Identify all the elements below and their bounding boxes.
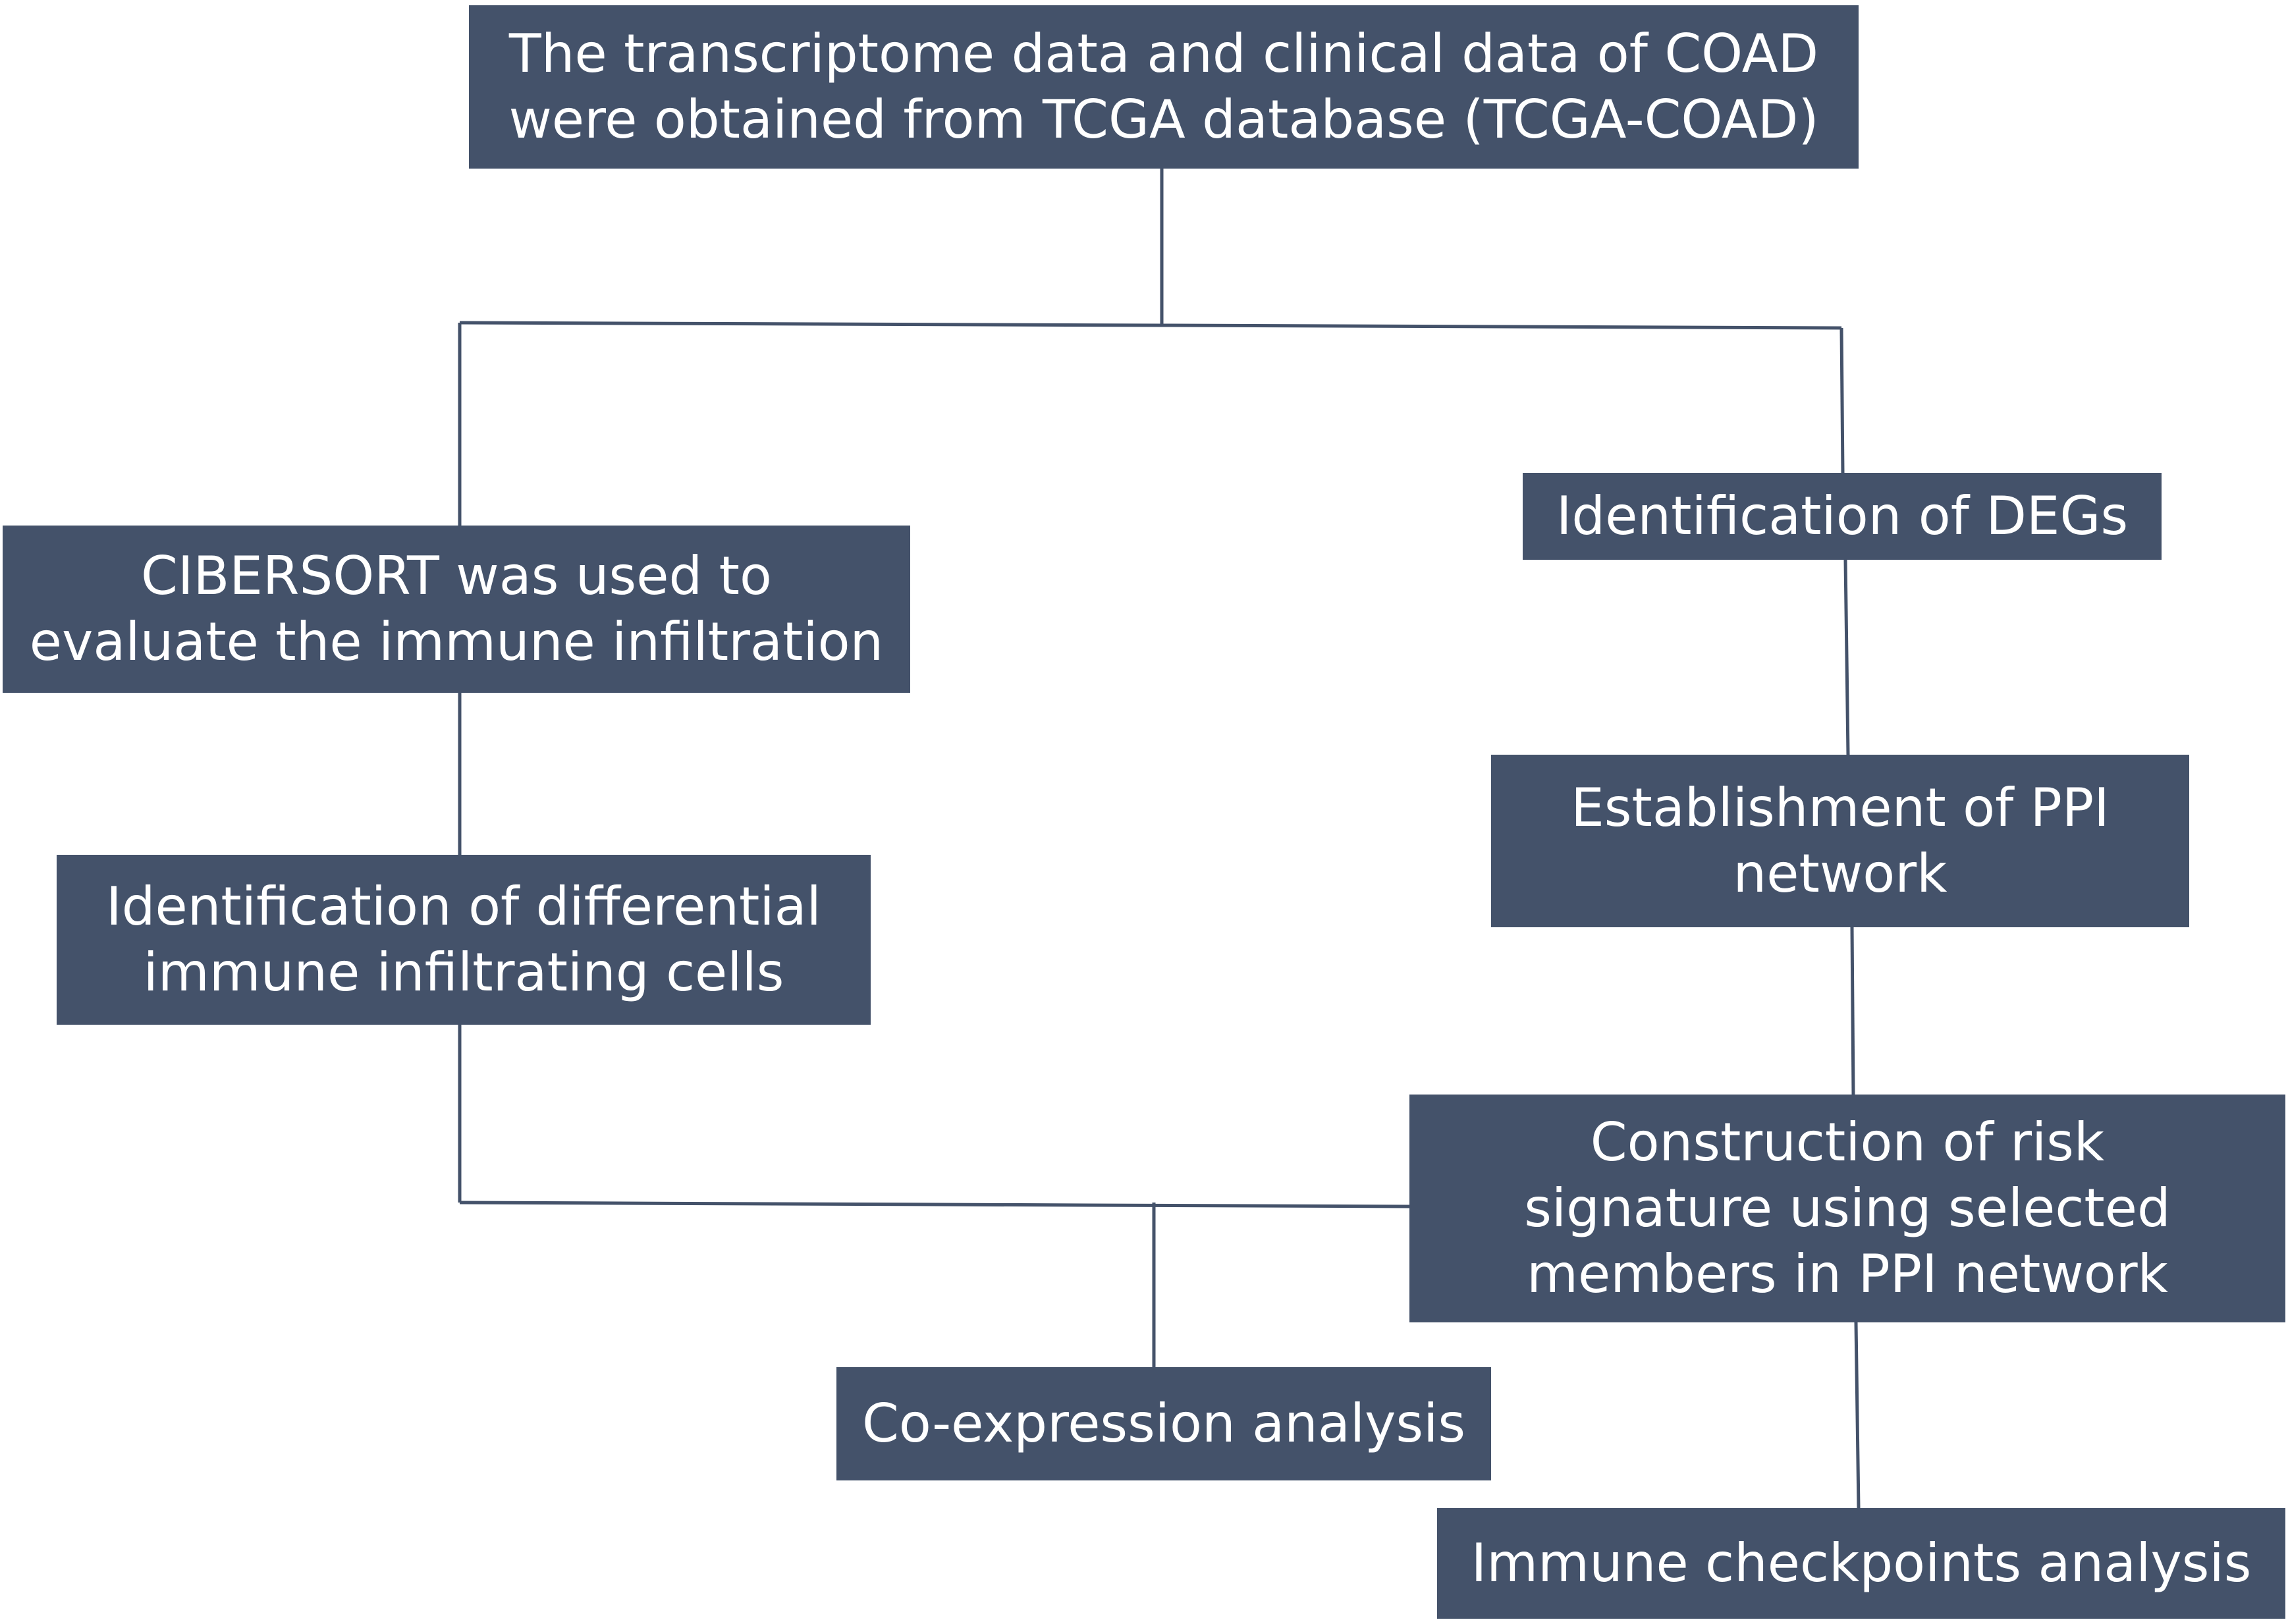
node-tcga-data: The transcriptome data and clinical data… <box>469 5 1859 169</box>
node-coexpression-analysis: Co-expression analysis <box>836 1367 1491 1480</box>
node-identification-degs-label: Identification of DEGs <box>1556 485 2129 547</box>
connector-degs-to-ppi <box>1843 559 1850 755</box>
node-immune-checkpoints-analysis: Immune checkpoints analysis <box>1437 1508 2285 1619</box>
node-risk-signature-label: Construction of risk signature using sel… <box>1524 1112 2171 1305</box>
connector-top-right-branch <box>1161 323 1842 330</box>
node-ppi-network: Establishment of PPI network <box>1491 755 2189 927</box>
node-risk-signature: Construction of risk signature using sel… <box>1409 1095 2285 1322</box>
connector-risk-to-checkpoints <box>1854 1322 1861 1509</box>
connector-ppi-to-risk <box>1850 927 1855 1095</box>
node-identification-degs: Identification of DEGs <box>1523 473 2162 560</box>
node-differential-immune-cells-label: Identification of differential immune in… <box>106 876 821 1003</box>
node-cibersort: CIBERSORT was used to evaluate the immun… <box>3 526 910 693</box>
node-immune-checkpoints-analysis-label: Immune checkpoints analysis <box>1471 1532 2252 1594</box>
node-cibersort-label: CIBERSORT was used to evaluate the immun… <box>29 545 884 672</box>
node-differential-immune-cells: Identification of differential immune in… <box>57 855 871 1025</box>
connector-to-degs <box>1839 327 1845 474</box>
connector-merge-horizontal <box>459 1201 1410 1208</box>
connector-top-left-branch <box>459 321 1162 327</box>
node-coexpression-analysis-label: Co-expression analysis <box>861 1393 1465 1454</box>
node-ppi-network-label: Establishment of PPI network <box>1571 777 2110 904</box>
node-tcga-data-label: The transcriptome data and clinical data… <box>508 23 1819 150</box>
